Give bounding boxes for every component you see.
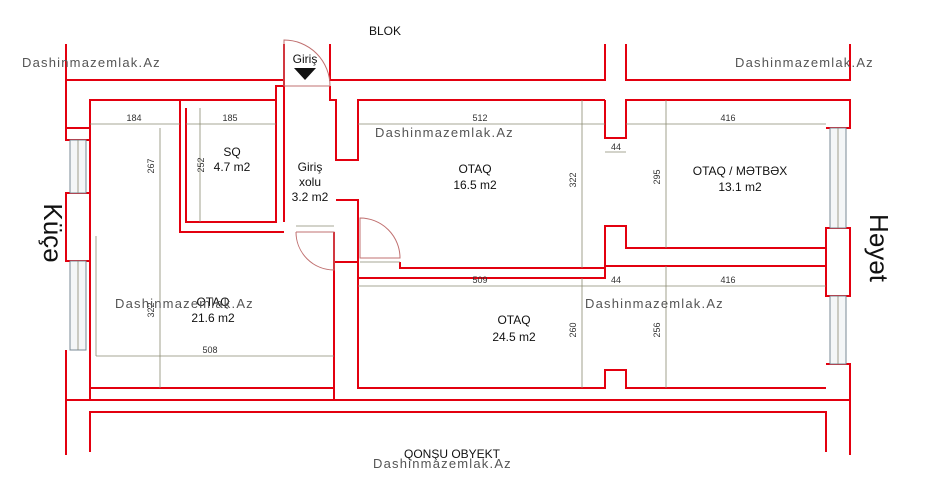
room-bottom-area: 24.5 m2: [492, 330, 536, 344]
dim-267: 267: [146, 158, 156, 173]
wall-bottom-room-top: [357, 262, 826, 279]
left-pier-mid: [65, 192, 91, 262]
dim-416-top: 416: [720, 113, 735, 123]
wall-hall-right: [329, 86, 605, 161]
top-corridor-wall-mid: [329, 44, 606, 81]
room-center-area: 16.5 m2: [453, 178, 497, 192]
dim-184: 184: [126, 113, 141, 123]
dim-260: 260: [568, 322, 578, 337]
top-corridor-wall-left: [65, 78, 285, 141]
dim-322-left: 322: [146, 302, 156, 317]
hall-area: 3.2 m2: [292, 190, 329, 204]
top-side-label: BLOK: [369, 24, 401, 38]
dim-252: 252: [196, 157, 206, 172]
dim-44-top: 44: [611, 142, 621, 152]
wall-center-right: [604, 99, 826, 139]
dim-508: 508: [202, 345, 217, 355]
watermark-3: Dashinmazemlak.Az: [375, 125, 514, 140]
interior-walls: [89, 86, 826, 400]
dim-512: 512: [472, 113, 487, 123]
watermarks: Dashinmazemlak.Az Dashinmazemlak.Az Dash…: [22, 55, 874, 471]
room-center-name: OTAQ: [458, 162, 491, 176]
dim-416-bottom: 416: [720, 275, 735, 285]
dim-185: 185: [222, 113, 237, 123]
bottom-room-door: [359, 217, 401, 259]
watermark-6: Dashinmazemlak.Az: [373, 456, 512, 471]
hall-door-swing: [295, 231, 335, 271]
windows: [69, 127, 847, 365]
bottom-side-label: QONŞU OBYEKT: [404, 447, 501, 461]
bathroom-area: 4.7 m2: [214, 160, 251, 174]
bathroom-name: SQ: [223, 145, 240, 159]
dim-509: 509: [472, 275, 487, 285]
doors: [283, 39, 401, 271]
dim-322: 322: [568, 172, 578, 187]
right-pier-mid: [825, 227, 851, 297]
right-facade-top: [826, 99, 851, 129]
room-kitchen-area: 13.1 m2: [718, 180, 762, 194]
wall-bathroom-outer: [179, 100, 284, 233]
left-side-label: Küçə: [38, 203, 68, 262]
left-facade-bottom: [65, 350, 91, 401]
dim-44-bottom: 44: [611, 275, 621, 285]
room-left-name: OTAQ: [196, 295, 229, 309]
dim-295: 295: [652, 169, 662, 184]
room-bottom-name: OTAQ: [497, 313, 530, 327]
hall-name-line1: Giriş: [298, 160, 323, 174]
room-left-area: 21.6 m2: [191, 311, 235, 325]
watermark-5: Dashinmazemlak.Az: [585, 296, 724, 311]
dim-256: 256: [652, 322, 662, 337]
exterior-walls: [65, 44, 851, 455]
bottom-neighbour-wall: [89, 411, 827, 452]
room-labels: SQ 4.7 m2 Giriş xolu 3.2 m2 OTAQ 16.5 m2…: [191, 145, 787, 344]
hall-name-line2: xolu: [299, 175, 321, 189]
entrance-door: [283, 39, 331, 87]
right-facade-bottom: [826, 363, 851, 400]
top-corridor-wall-right: [625, 44, 851, 81]
bottom-corridor-wall: [65, 399, 851, 455]
room-kitchen-name: OTAQ / MƏTBƏX: [693, 164, 788, 178]
wall-center-bottom: [399, 225, 826, 269]
right-side-label: Həyət: [864, 214, 894, 283]
left-facade-top: [65, 127, 90, 140]
wall-bottom-room-bottom: [357, 278, 826, 389]
watermark-1: Dashinmazemlak.Az: [22, 55, 161, 70]
entrance-label: Giriş: [293, 52, 318, 66]
watermark-2: Dashinmazemlak.Az: [735, 55, 874, 70]
dimension-labels: 184 185 512 416 44 267 252 322 295 509 4…: [126, 113, 735, 355]
wall-hall-bottom: [334, 199, 359, 263]
watermark-4: Dashinmazemlak.Az: [115, 296, 254, 311]
entrance-arrow-icon: [294, 68, 316, 80]
dimension-lines: [90, 100, 826, 388]
wall-left-room: [89, 128, 335, 389]
